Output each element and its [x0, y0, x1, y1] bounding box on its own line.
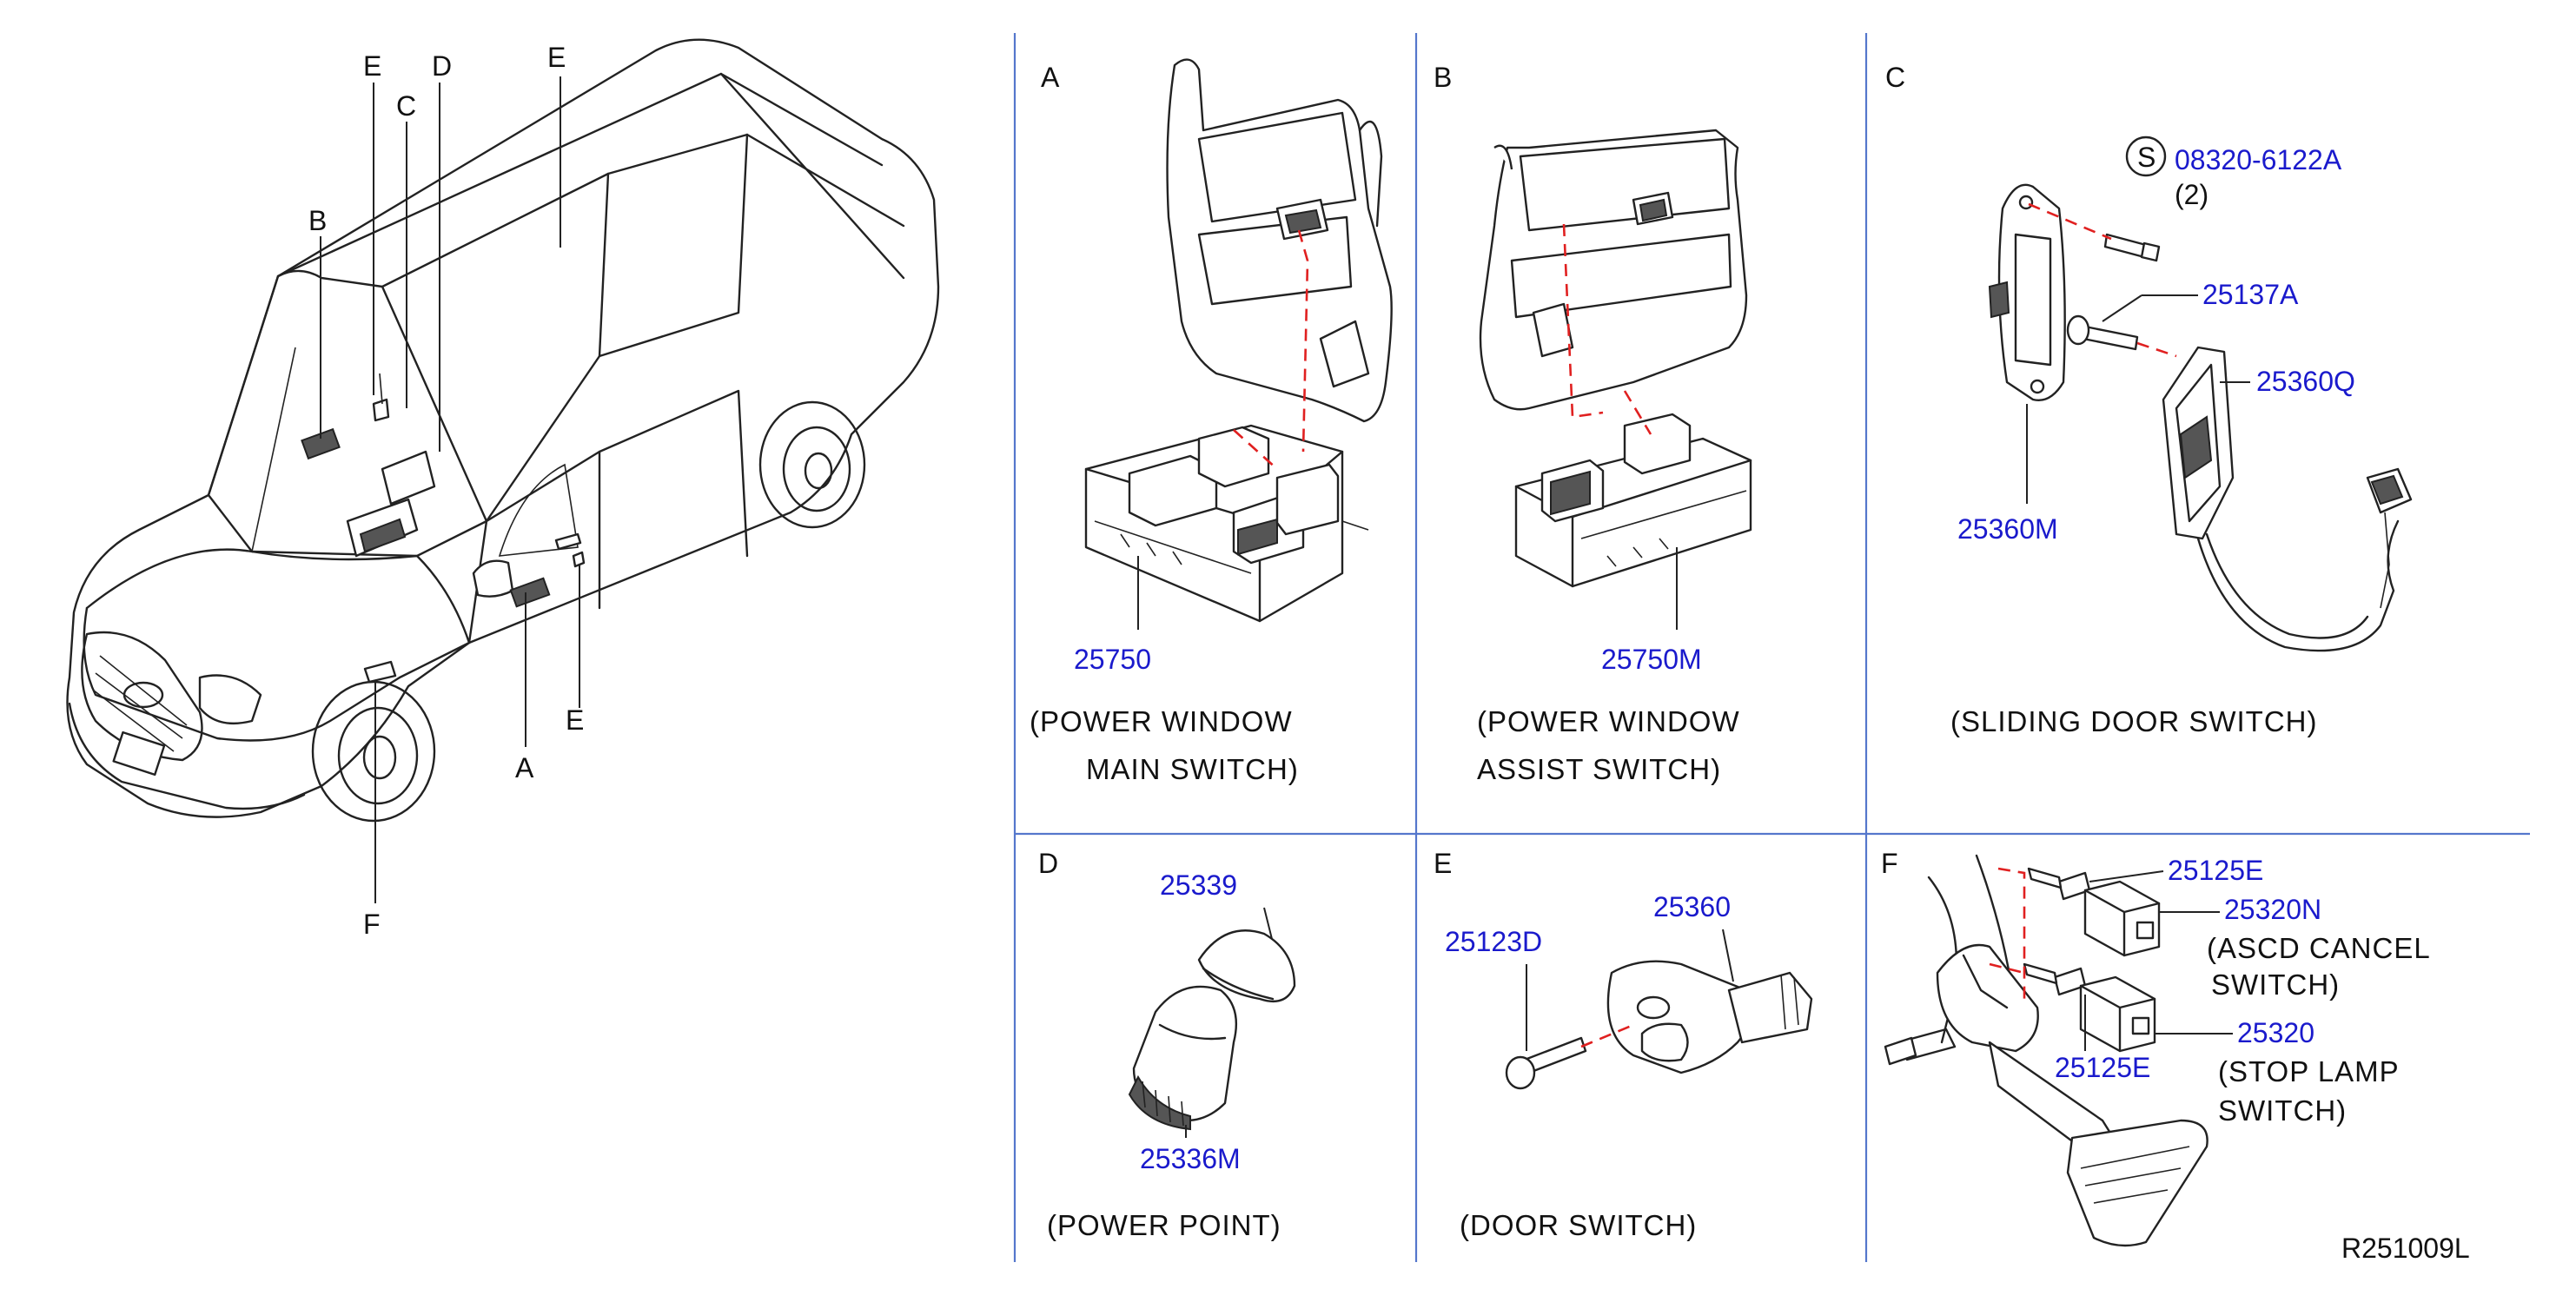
- panel-d-letter: D: [1038, 848, 1058, 879]
- overview-label-e3: E: [566, 704, 584, 736]
- door-switch-25360: [1606, 960, 1813, 1074]
- part-25123d: 25123D: [1445, 926, 1542, 957]
- power-point-cap: [1197, 929, 1296, 1003]
- screw-25123d: [1505, 1036, 1587, 1090]
- part-08320-6122a: 08320-6122A: [2175, 144, 2342, 175]
- bolt-qty: (2): [2175, 179, 2208, 210]
- panel-b-letter: B: [1434, 62, 1452, 93]
- panel-c: C S 08320-6122A (2) 25137A: [1885, 62, 2413, 737]
- part-25336m: 25336M: [1140, 1143, 1241, 1174]
- part-25125e-top: 25125E: [2168, 855, 2263, 886]
- s-symbol-icon: [2125, 136, 2167, 177]
- bolt-08320: [2103, 233, 2161, 262]
- window-main-switch: [1084, 424, 1369, 623]
- panel-a: A 25750 (POWER WINDOW MAIN: [1030, 58, 1393, 785]
- leader-e-dashed: [1580, 1023, 1634, 1048]
- screw-25137a: [2066, 314, 2139, 351]
- part-25750m: 25750M: [1601, 644, 1702, 675]
- part-25360q: 25360Q: [2256, 366, 2355, 397]
- leader-b-dashed: [1562, 223, 1652, 435]
- panel-e-letter: E: [1434, 848, 1452, 879]
- overview-label-c: C: [396, 90, 416, 122]
- caption-a-1: (POWER WINDOW: [1030, 705, 1293, 737]
- power-point-socket: [1128, 985, 1237, 1131]
- caption-f-stop-1: (STOP LAMP: [2218, 1055, 2400, 1087]
- caption-d: (POWER POINT): [1047, 1209, 1281, 1241]
- panel-d: D 25339 25336M (POWER POINT): [1038, 848, 1296, 1241]
- panel-b: B 25750M (POWER WINDOW ASSIST SWITCH): [1434, 62, 1752, 785]
- part-25320n: 25320N: [2224, 894, 2321, 925]
- caption-a-2: MAIN SWITCH): [1086, 753, 1299, 785]
- window-assist-switch: [1514, 413, 1752, 588]
- leader-a-dashed: [1233, 229, 1309, 470]
- panel-grid: [1013, 33, 2530, 1262]
- overview-label-b: B: [308, 205, 327, 236]
- overview-label-f: F: [363, 909, 381, 940]
- door-trim-b: [1479, 129, 1748, 411]
- leader-f-dashed: [1989, 867, 2026, 999]
- drawing-number: R251009L: [2341, 1233, 2470, 1264]
- caption-f-stop-2: SWITCH): [2218, 1094, 2347, 1127]
- door-trim-a: [1166, 58, 1393, 423]
- nut-switch-upper: [2027, 867, 2161, 957]
- panel-f-letter: F: [1881, 848, 1898, 879]
- caption-f-ascd-1: (ASCD CANCEL: [2207, 932, 2431, 964]
- overview-leaders: [320, 76, 580, 903]
- panel-c-letter: C: [1885, 62, 1905, 93]
- overview-label-d: D: [432, 50, 452, 82]
- pedal-assembly: [1884, 854, 2208, 1247]
- nut-switch-lower: [2023, 962, 2156, 1053]
- switch-bracket: [1988, 183, 2066, 401]
- panel-a-letter: A: [1041, 62, 1060, 93]
- s-symbol-text: S: [2137, 142, 2155, 173]
- part-25320: 25320: [2237, 1017, 2314, 1048]
- caption-e: (DOOR SWITCH): [1460, 1209, 1697, 1241]
- overview-label-a: A: [515, 752, 534, 783]
- caption-b-2: ASSIST SWITCH): [1477, 753, 1721, 785]
- part-25750: 25750: [1074, 644, 1151, 675]
- part-25360: 25360: [1653, 891, 1731, 922]
- caption-b-1: (POWER WINDOW: [1477, 705, 1740, 737]
- caption-c: (SLIDING DOOR SWITCH): [1950, 705, 2318, 737]
- part-25125e-bottom: 25125E: [2055, 1052, 2150, 1083]
- leader-c-dashed: [2028, 202, 2177, 358]
- sliding-door-switch: [2162, 346, 2413, 652]
- part-25339: 25339: [1160, 869, 1237, 901]
- overview-label-e2: E: [547, 42, 566, 73]
- overview-label-e1: E: [363, 50, 381, 82]
- part-25137a: 25137A: [2202, 279, 2299, 310]
- van-illustration: [66, 38, 940, 823]
- panel-f: F 25125E 25320: [1881, 848, 2431, 1247]
- panel-e: E 25360 25123D (DOOR SWITCH): [1434, 848, 1813, 1241]
- caption-f-ascd-2: SWITCH): [2211, 968, 2340, 1001]
- part-25360m: 25360M: [1957, 513, 2058, 545]
